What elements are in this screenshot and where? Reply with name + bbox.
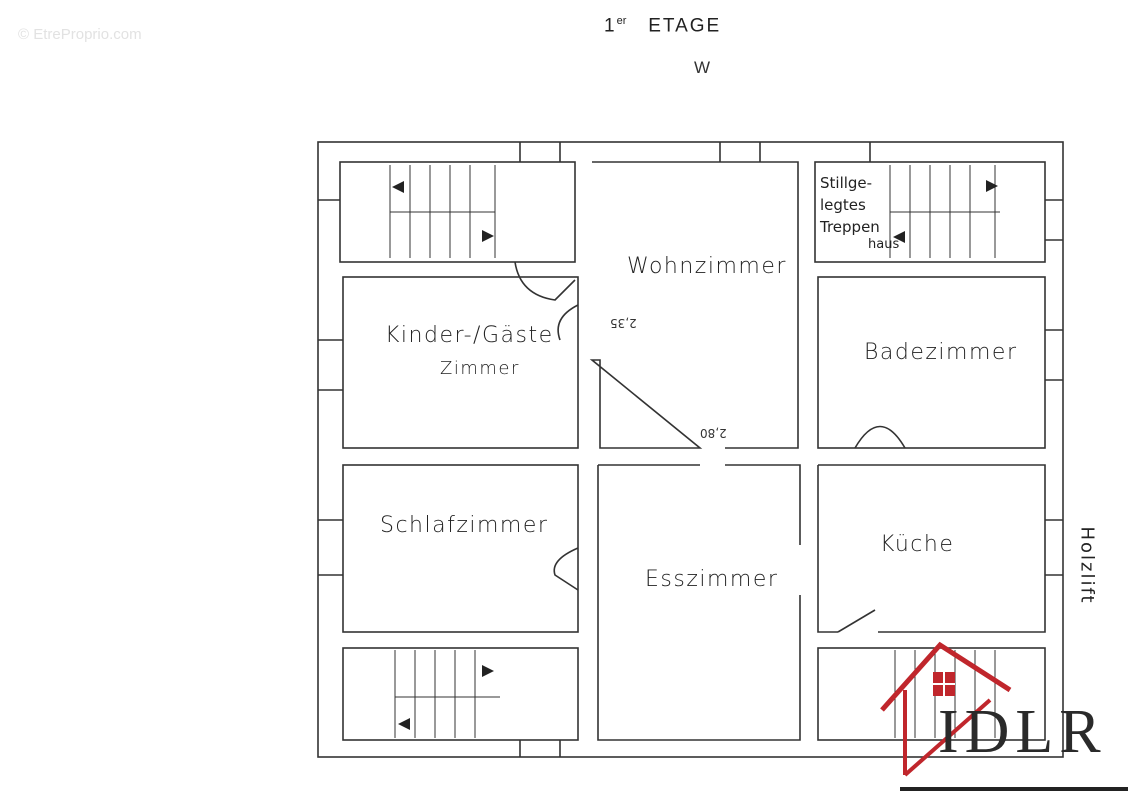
stair-bottom-right bbox=[817, 647, 1046, 741]
room-esszimmer bbox=[597, 464, 801, 741]
stair-line: Stillge- bbox=[820, 174, 873, 192]
svg-text:IDLR: IDLR bbox=[938, 698, 1107, 766]
door-arc bbox=[557, 304, 579, 341]
label-kueche: Küche bbox=[880, 532, 955, 557]
outer-wall bbox=[317, 141, 1064, 758]
watermark: © EtreProprio.com bbox=[18, 26, 142, 43]
idlr-logo: IDLR bbox=[880, 641, 1128, 791]
floor-label: ETAGE bbox=[648, 15, 722, 37]
stair-arrows bbox=[392, 180, 998, 730]
measurement: 2,80 bbox=[700, 426, 727, 440]
label-stairwell: Stillge- legtes Treppen haus bbox=[820, 172, 899, 252]
stair-line: haus bbox=[868, 237, 900, 252]
room-kinder bbox=[342, 276, 579, 449]
orientation-label: W bbox=[694, 58, 711, 77]
stair-line: Treppen bbox=[820, 218, 880, 236]
label-wohnzimmer: Wohnzimmer bbox=[627, 254, 787, 279]
stair-line: legtes bbox=[820, 196, 866, 214]
measurement: 2,35 bbox=[610, 316, 637, 330]
label-badezimmer: Badezimmer bbox=[864, 340, 1018, 365]
door-arc bbox=[553, 547, 579, 591]
floor-number: 1 bbox=[604, 15, 617, 37]
stair-bottom-left bbox=[342, 647, 579, 741]
room-kueche bbox=[817, 464, 1046, 633]
stair-top-right bbox=[814, 161, 1046, 263]
stair-top-left bbox=[339, 161, 576, 263]
label-schlafzimmer: Schlafzimmer bbox=[380, 513, 549, 538]
label-kinder-1: Kinder-/Gäste bbox=[385, 323, 554, 348]
room-wohnzimmer bbox=[589, 161, 799, 449]
door-arc bbox=[854, 425, 906, 449]
label-esszimmer: Esszimmer bbox=[645, 567, 779, 592]
floor-suffix: er bbox=[616, 15, 627, 27]
room-schlafzimmer bbox=[342, 464, 579, 633]
label-kinder-2: Zimmer bbox=[440, 358, 520, 379]
stair-treads bbox=[389, 165, 1000, 738]
room-badezimmer bbox=[817, 276, 1046, 449]
label-holzlift: Holzlift bbox=[1076, 526, 1098, 605]
floor-title: 1er ETAGE bbox=[604, 15, 721, 37]
door-arc bbox=[837, 609, 876, 633]
door-arc bbox=[514, 261, 576, 301]
